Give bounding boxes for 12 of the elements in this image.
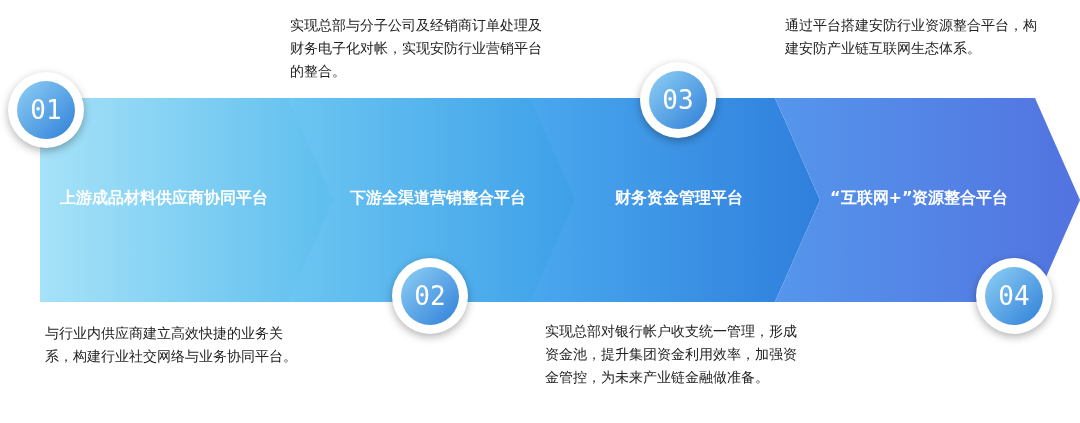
description-text: 通过平台搭建安防行业资源整合平台，构建安防产业链互联网生态体系。 xyxy=(785,16,1038,58)
number-badge: 02 xyxy=(392,258,468,334)
description-text: 实现总部与分子公司及经销商订单处理及财务电子化对帐，实现安防行业营销平台的整合。 xyxy=(290,16,543,81)
step-title: “互联网+”资源整合平台 xyxy=(830,188,1009,209)
description-text: 实现总部对银行帐户收支统一管理，形成资金池，提升集团资金利用效率，加强资金管控，为未来产业链金融做准备。 xyxy=(545,322,798,387)
step-title: 财务资金管理平台 xyxy=(615,188,743,209)
step-title: 下游全渠道营销整合平台 xyxy=(350,188,526,209)
description-text: 与行业内供应商建立高效快捷的业务关系，构建行业社交网络与业务协同平台。 xyxy=(45,324,298,366)
number-badge: 01 xyxy=(8,72,84,148)
number-badge: 03 xyxy=(640,62,716,138)
step-title: 上游成品材料供应商协同平台 xyxy=(60,188,268,209)
number-badge: 04 xyxy=(976,258,1052,334)
